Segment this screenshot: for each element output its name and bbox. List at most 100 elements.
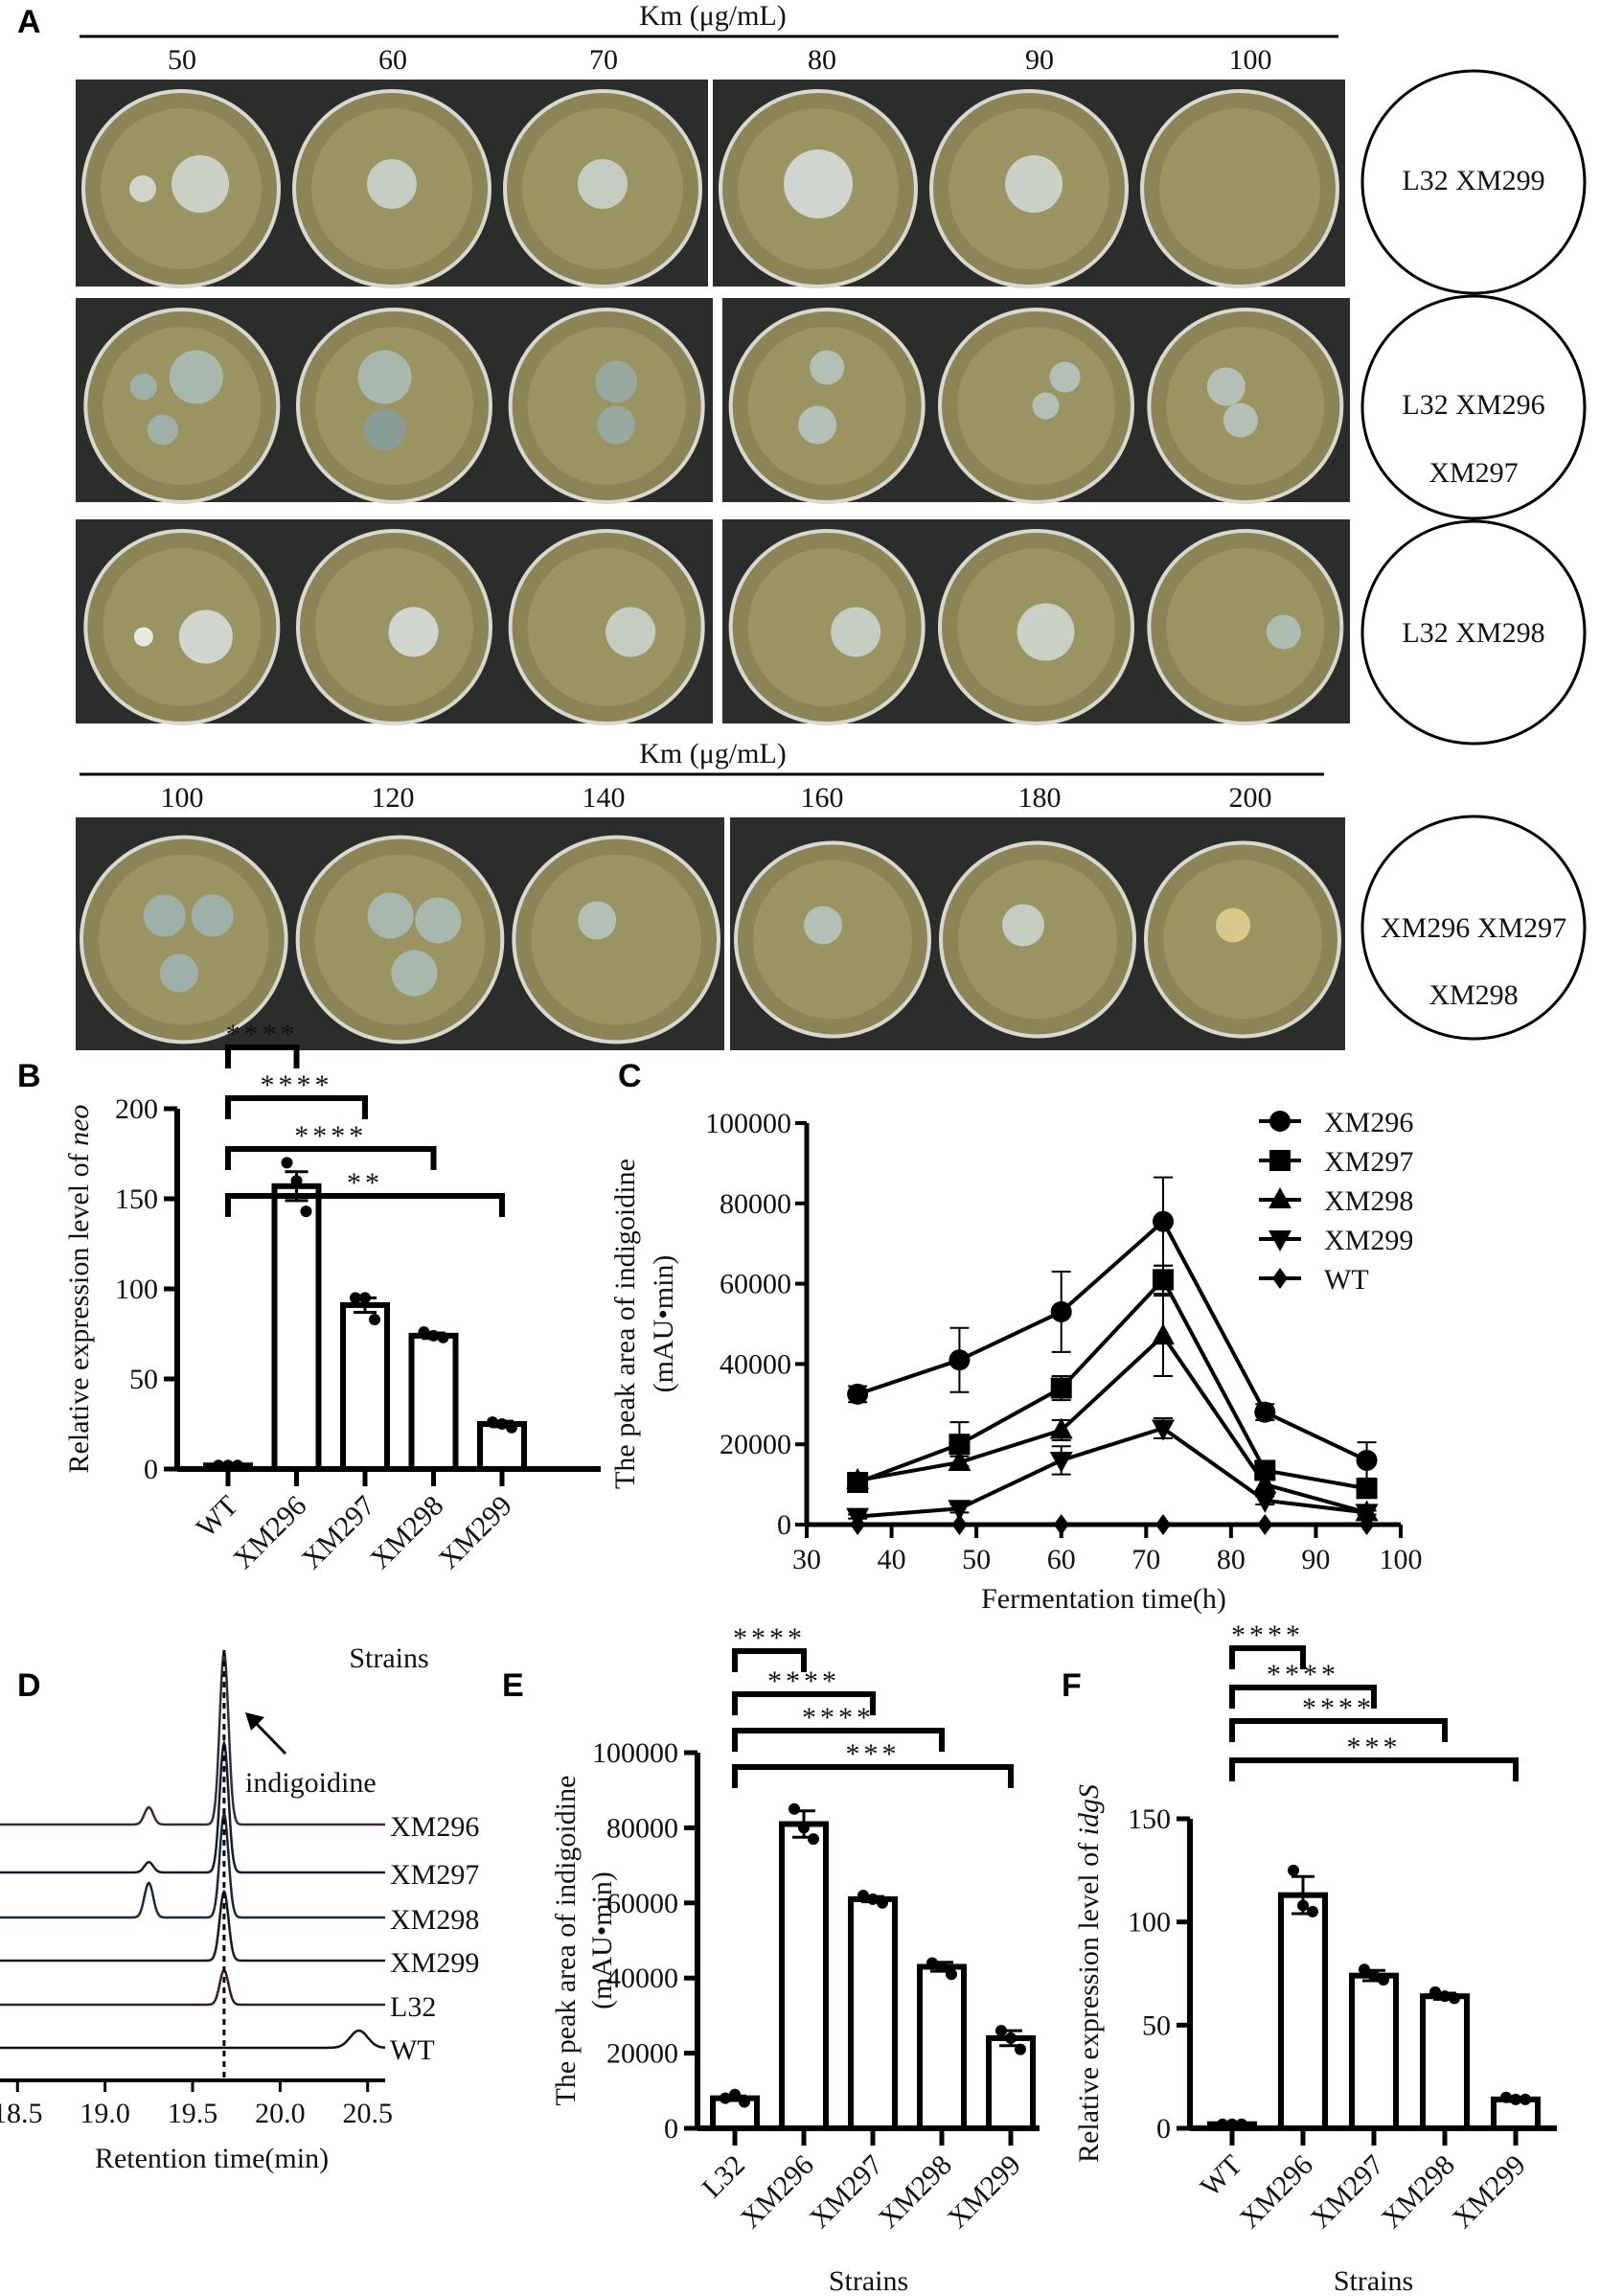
x-tick-label: XM296 [735,2149,820,2235]
data-point-XM298 [1049,1417,1073,1439]
trace-label: WT [390,2034,435,2066]
y-tick-label: 200 [115,1093,158,1125]
bar-L32 [710,2095,760,2131]
replicate-point [1449,1992,1460,2005]
trace-XM296 [0,1651,385,1826]
x-tick-label: L32 [696,2149,751,2205]
strain-layout-label: L32 XM299 [1402,165,1544,196]
legend-marker-XM299 [1269,1230,1291,1251]
plate-photo [76,817,724,1050]
replicate-point [1500,2091,1512,2103]
colony [129,175,156,202]
significance-stars: *** [846,1738,901,1770]
replicate-point [1015,2043,1026,2055]
legend-marker-XM298 [1269,1187,1291,1208]
x-tick-label: XM299 [433,1490,518,1575]
series-XM297 [847,1264,1378,1500]
x-tick-label: XM297 [804,2149,889,2235]
x-tick-label: XM299 [1447,2149,1532,2235]
replicate-point [1288,1864,1299,1876]
significance-stars: **** [733,1622,806,1654]
data-point-WT [850,1514,866,1535]
x-tick-label: XM299 [942,2149,1027,2235]
bar-XM298 [408,1332,459,1472]
significance-stars: ** [347,1167,383,1199]
data-point-XM298 [1152,1323,1175,1345]
replicate-point [300,1205,312,1218]
replicate-point [739,2096,750,2108]
y-axis-title: (mAU•min) [648,1255,679,1393]
colony [191,894,234,937]
data-point-XM296 [1153,1210,1174,1232]
y-axis-title: The peak area of indigoidine [609,1159,641,1489]
series-XM298 [846,1295,1379,1522]
x-axis-title: Strains [1334,2265,1413,2296]
km-concentration: 100 [161,782,204,814]
colony [159,953,198,993]
strain-layout-label: L32 XM298 [1402,617,1544,649]
bar-XM297 [340,1301,390,1473]
colony [357,350,412,404]
x-tick-label: XM298 [364,1490,449,1575]
trace-label: XM299 [390,1947,479,1979]
bar-XM298 [917,1963,967,2131]
data-point-XM298 [846,1467,870,1489]
y-tick-label: 80000 [720,1188,791,1220]
y-axis-title: (mAU•min) [586,1871,618,2009]
replicate-point [936,1961,948,1973]
y-axis-title: Relative expression level of neo [63,1105,95,1474]
agar [1163,860,1322,1020]
data-point-XM299 [948,1500,971,1522]
colony [133,627,153,647]
colony [1216,907,1250,943]
y-tick-label: 0 [1156,2113,1171,2145]
data-point-XM297 [1153,1269,1174,1291]
significance-bracket [225,1193,505,1217]
km-concentration: 50 [168,44,196,76]
bar-XM299 [986,2034,1036,2131]
replicate-point [222,1459,234,1472]
colony [391,950,438,997]
replicate-point [437,1331,449,1343]
colony [578,901,617,940]
legend-label: XM296 [1324,1107,1413,1138]
agar [531,854,702,1025]
replicate-point [232,1459,243,1472]
replicate-point [281,1157,293,1169]
significance-bracket [732,1764,1014,1788]
replicate-point [1378,1973,1389,1986]
trace-L32 [0,1968,385,2007]
replicate-point [1217,2118,1228,2130]
replicate-point [995,2025,1007,2037]
replicate-point [496,1418,508,1430]
replicate-point [350,1292,361,1304]
colony [415,897,462,944]
agar [747,327,906,485]
legend-label: XM298 [1324,1185,1413,1217]
plate-photo [722,298,1350,504]
replicate-point [857,1889,869,1901]
legend-label: WT [1324,1264,1369,1296]
panel-label-E: E [502,1667,524,1704]
data-point-WT [1257,1514,1273,1535]
plate-photo [713,80,1345,288]
replicate-point [1005,2032,1017,2044]
strain-layout-label: L32 XM296 [1402,389,1544,421]
replicate-point [290,1175,303,1187]
legend-label: XM299 [1324,1225,1413,1256]
significance-bracket [225,1146,437,1170]
x-tick-label: XM298 [873,2149,958,2235]
legend-marker-XM297 [1269,1150,1291,1171]
km-header: Km (μg/mL) [639,0,787,32]
replicate-point [1439,1990,1451,2003]
plate-photo [76,519,713,725]
y-tick-label: 0 [777,1509,791,1541]
significance-stars: **** [226,1019,299,1050]
km-concentration: 60 [378,44,407,76]
trace-label: L32 [390,1991,436,2023]
y-axis-title-text: Relative expression level of [63,1146,95,1474]
bar-XM296 [271,1182,322,1472]
chromatogram-d: XM296XM297XM298XM299L32WT18.519.019.520.… [0,1650,479,2174]
y-tick-label: 0 [664,2113,678,2145]
